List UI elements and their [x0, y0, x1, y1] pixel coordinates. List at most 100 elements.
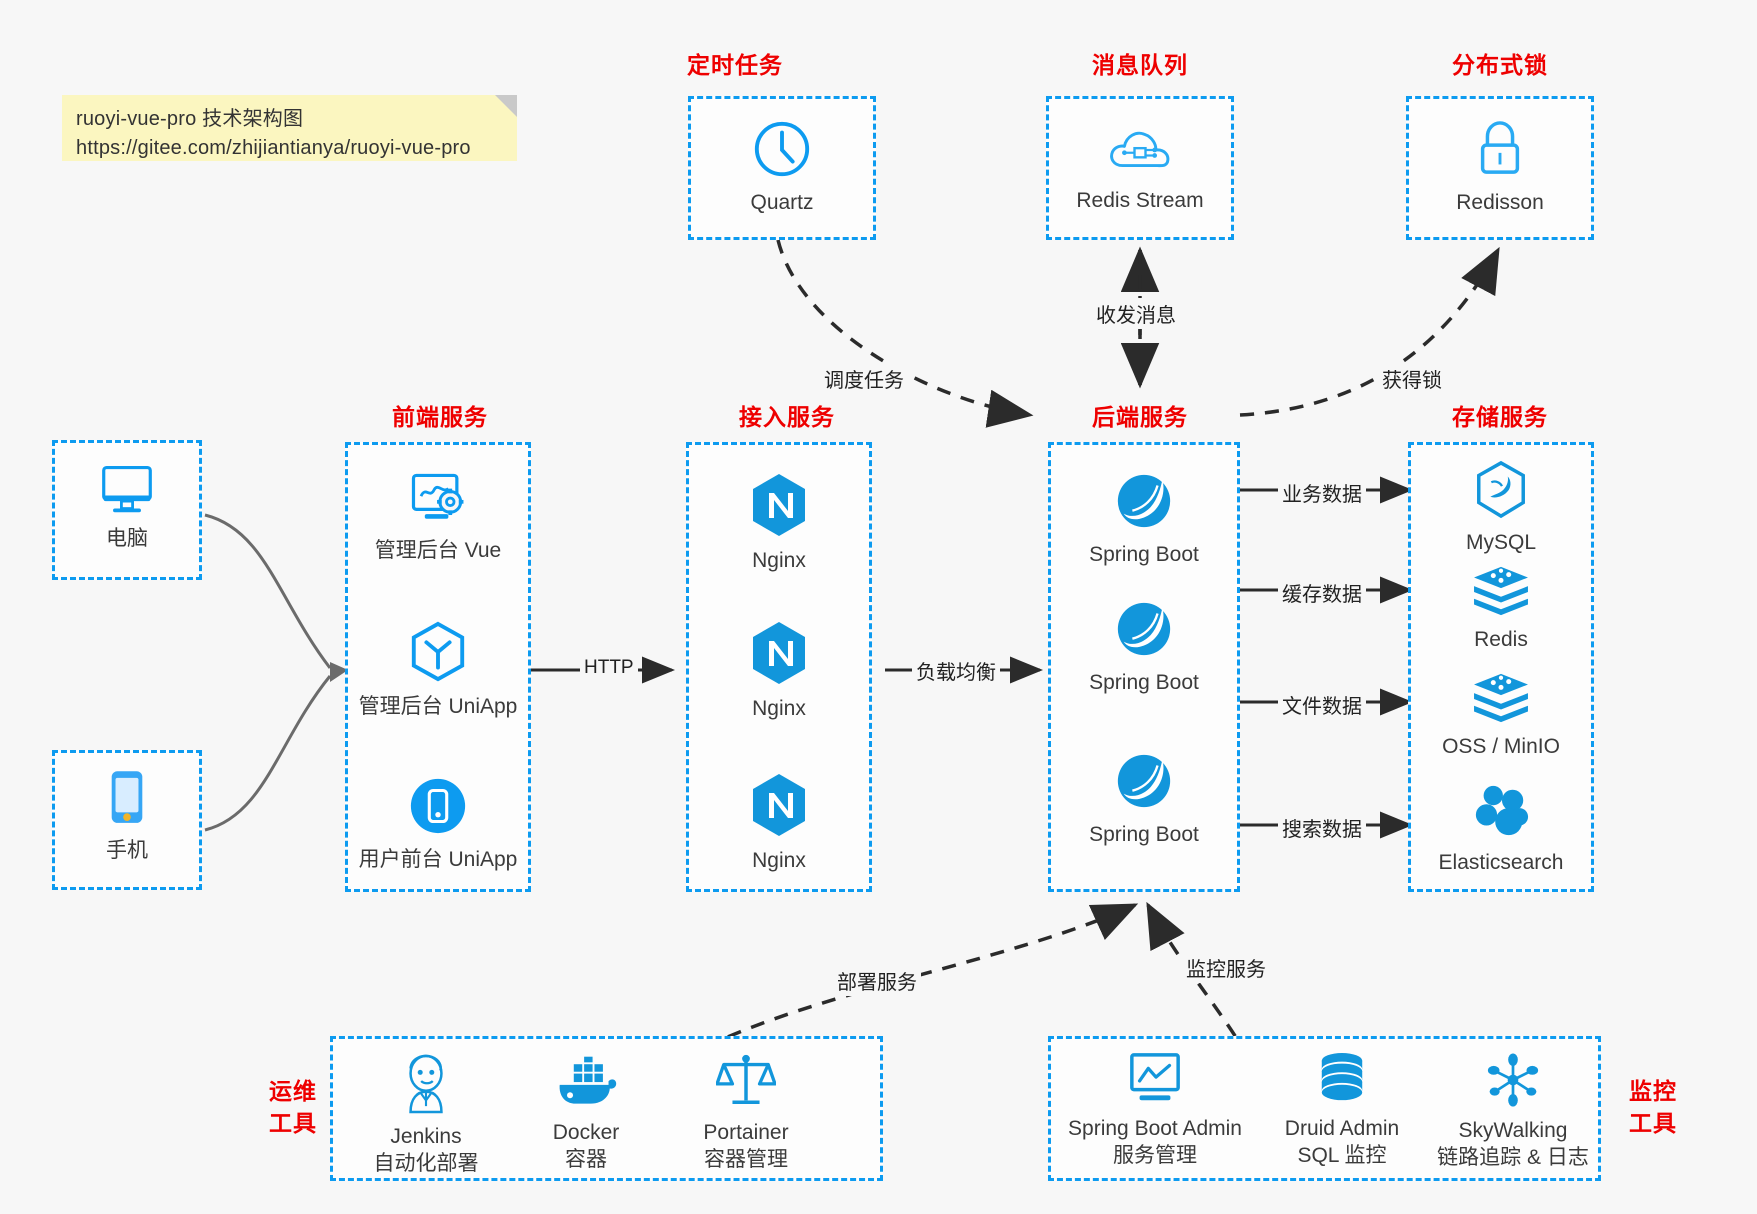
node-sublabel: SQL 监控 — [1297, 1144, 1387, 1167]
docker-whale-icon — [559, 1056, 617, 1104]
group-box-mq — [1046, 96, 1234, 240]
node-jenkins[interactable]: Jenkins 自动化部署 — [352, 1052, 500, 1178]
group-title-storage: 存储服务 — [1452, 404, 1548, 430]
note-line-title: ruoyi-vue-pro 技术架构图 — [76, 108, 304, 130]
group-title-devops-line2: 工具 — [269, 1110, 317, 1136]
node-label: 电脑 — [106, 527, 148, 550]
group-title-scheduler: 定时任务 — [687, 52, 783, 78]
node-springboot-2[interactable]: Spring Boot — [1060, 598, 1228, 696]
node-label: Portainer — [703, 1121, 789, 1144]
node-redis-stream[interactable]: Redis Stream — [1076, 122, 1204, 214]
node-nginx-3[interactable]: Nginx — [700, 772, 858, 874]
node-skywalking[interactable]: SkyWalking 链路追踪 & 日志 — [1424, 1052, 1602, 1172]
nginx-icon — [753, 622, 805, 684]
node-label: Docker — [552, 1121, 620, 1144]
node-label: Quartz — [750, 191, 814, 214]
dashboard-gear-icon — [411, 473, 464, 519]
monitor-icon — [102, 466, 152, 513]
node-sublabel: 容器管理 — [704, 1148, 788, 1171]
node-quartz[interactable]: Quartz — [718, 118, 846, 216]
node-admin-uniapp[interactable]: 管理后台 UniApp — [352, 620, 524, 720]
group-title-devops-line1: 运维 — [269, 1078, 317, 1104]
group-title-frontend: 前端服务 — [392, 404, 488, 430]
edge-label-http: HTTP — [580, 656, 638, 680]
network-graph-icon — [1487, 1053, 1539, 1107]
smartphone-icon — [111, 771, 143, 823]
group-title-lock: 分布式锁 — [1452, 52, 1548, 78]
group-title-monitor: 监控 工具 — [1618, 1075, 1688, 1139]
node-oss-minio[interactable]: OSS / MinIO — [1415, 672, 1587, 760]
monitor-chart-icon — [1130, 1053, 1180, 1101]
mobile-circle-icon — [410, 778, 466, 834]
group-title-devops: 运维 工具 — [258, 1075, 328, 1139]
node-label: 手机 — [106, 839, 148, 862]
node-label: Nginx — [752, 849, 806, 872]
node-label: Druid Admin — [1284, 1117, 1400, 1140]
edge-label-schedule-task: 调度任务 — [820, 363, 908, 394]
node-sublabel: 服务管理 — [1113, 1144, 1197, 1167]
node-label: Jenkins — [390, 1125, 462, 1148]
spring-leaf-icon — [1117, 602, 1171, 656]
hexagon-cube-icon — [411, 621, 465, 682]
node-label: 管理后台 UniApp — [358, 695, 518, 718]
lock-icon — [1480, 121, 1520, 174]
node-label: Spring Boot — [1089, 823, 1199, 846]
sticky-note: ruoyi-vue-pro 技术架构图 https://gitee.com/zh… — [62, 95, 517, 161]
node-label: Nginx — [752, 697, 806, 720]
edge-label-send-receive-message: 收发消息 — [1092, 298, 1180, 329]
node-portainer[interactable]: Portainer 容器管理 — [672, 1052, 820, 1174]
cloud-network-icon — [1110, 131, 1170, 168]
edge-label-file-data: 文件数据 — [1278, 689, 1366, 720]
clock-icon — [754, 121, 810, 177]
node-label: 用户前台 UniApp — [358, 848, 518, 871]
database-icon — [1321, 1053, 1363, 1101]
node-redisson[interactable]: Redisson — [1436, 118, 1564, 216]
scales-icon — [716, 1054, 776, 1105]
node-sublabel: 容器 — [565, 1148, 607, 1171]
spring-leaf-icon — [1117, 754, 1171, 808]
group-title-gateway: 接入服务 — [739, 404, 835, 430]
node-admin-vue[interactable]: 管理后台 Vue — [352, 470, 524, 564]
note-fold-corner — [495, 95, 517, 117]
node-docker[interactable]: Docker 容器 — [512, 1056, 660, 1174]
group-box-lock — [1406, 96, 1594, 240]
edge-label-load-balance: 负载均衡 — [912, 655, 1000, 686]
node-nginx-1[interactable]: Nginx — [700, 472, 858, 574]
node-label: Redisson — [1456, 191, 1544, 214]
spring-leaf-icon — [1117, 474, 1171, 528]
edge-label-business-data: 业务数据 — [1278, 477, 1366, 508]
nginx-icon — [753, 774, 805, 836]
jenkins-butler-icon — [409, 1054, 443, 1114]
redis-stack-icon — [1474, 566, 1528, 616]
node-phone[interactable]: 手机 — [67, 768, 187, 864]
node-spring-boot-admin[interactable]: Spring Boot Admin 服务管理 — [1060, 1052, 1250, 1170]
node-springboot-1[interactable]: Spring Boot — [1060, 470, 1228, 568]
node-label: Nginx — [752, 549, 806, 572]
note-line-url: https://gitee.com/zhijiantianya/ruoyi-vu… — [76, 137, 471, 159]
group-box-scheduler — [688, 96, 876, 240]
edge-label-acquire-lock: 获得锁 — [1378, 363, 1446, 394]
node-label: Redis Stream — [1076, 189, 1204, 212]
node-user-uniapp[interactable]: 用户前台 UniApp — [352, 775, 524, 873]
node-mysql[interactable]: MySQL — [1415, 460, 1587, 556]
group-title-monitor-line2: 工具 — [1629, 1110, 1677, 1136]
node-druid-admin[interactable]: Druid Admin SQL 监控 — [1262, 1052, 1422, 1170]
nginx-icon — [753, 474, 805, 536]
group-title-backend: 后端服务 — [1092, 404, 1188, 430]
node-springboot-3[interactable]: Spring Boot — [1060, 750, 1228, 848]
edge-label-cache-data: 缓存数据 — [1278, 577, 1366, 608]
storage-stack-icon — [1474, 673, 1528, 723]
node-label: 管理后台 Vue — [374, 539, 502, 562]
node-nginx-2[interactable]: Nginx — [700, 620, 858, 722]
node-computer[interactable]: 电脑 — [67, 462, 187, 552]
node-sublabel: 链路追踪 & 日志 — [1437, 1146, 1589, 1169]
node-label: Spring Boot — [1089, 543, 1199, 566]
node-redis[interactable]: Redis — [1415, 565, 1587, 653]
edge-label-search-data: 搜索数据 — [1278, 812, 1366, 843]
group-box-devops — [330, 1036, 883, 1181]
node-elasticsearch[interactable]: Elasticsearch — [1415, 782, 1587, 876]
node-label: SkyWalking — [1458, 1119, 1568, 1142]
group-title-mq: 消息队列 — [1092, 52, 1188, 78]
edge-label-deploy-service: 部署服务 — [833, 965, 921, 996]
